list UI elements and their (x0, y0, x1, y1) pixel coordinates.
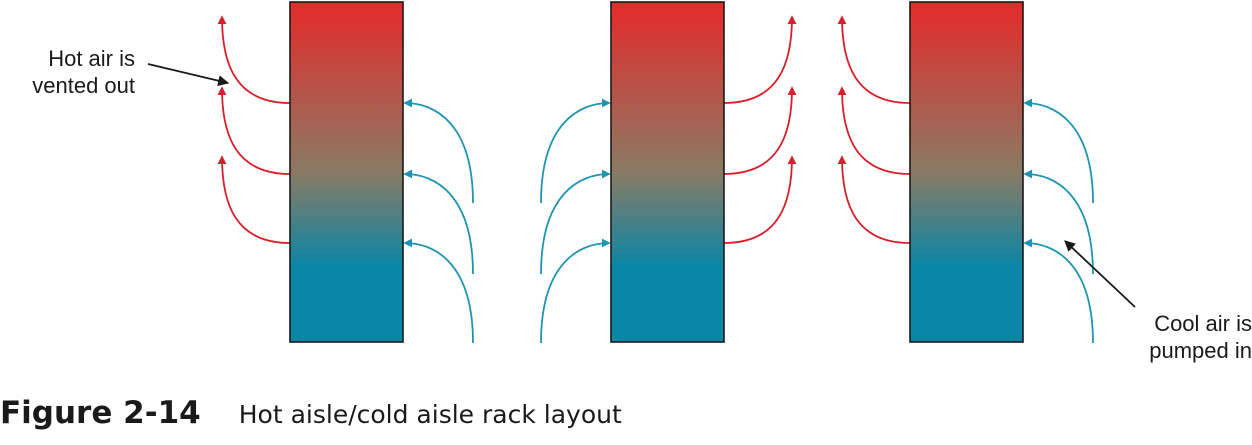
rack-3-cool-air-arrow-3 (1023, 238, 1094, 344)
rack-3-server-rack (909, 1, 1024, 343)
rack-2-hot-air-arrow-2 (723, 86, 797, 175)
rack-1-server-rack (289, 1, 404, 343)
figure-caption-text: Hot aisle/cold aisle rack layout (238, 400, 622, 429)
cool-air-label-line-1: Cool air is (1154, 311, 1252, 336)
rack-2-hot-air-arrow-3 (723, 155, 797, 244)
rack-2-hot-air-arrow-1 (723, 15, 797, 104)
rack-1-hot-air-arrow-2 (217, 86, 291, 175)
rack-2-server-rack (610, 1, 725, 343)
figure-number: Figure 2-14 (0, 395, 201, 431)
hot-cold-aisle-diagram (147, 1, 1136, 344)
cool-air-label-line-2: pumped in (1149, 338, 1252, 363)
hot-air-label-line-1: Hot air is (48, 46, 135, 71)
airflow-layer (217, 15, 1094, 344)
rack-3-hot-air-arrow-2 (837, 86, 911, 175)
cool-air-pointer-arrow (1064, 240, 1136, 308)
rack-2-cool-air-arrow-3 (540, 238, 611, 344)
rack-3-cool-air-arrow-2 (1023, 169, 1094, 275)
racks-layer (289, 1, 1024, 343)
rack-2-cool-air-arrow-1 (540, 98, 611, 204)
rack-1-cool-air-arrow-3 (403, 238, 474, 344)
rack-1-hot-air-arrow-3 (217, 155, 291, 244)
rack-3-hot-air-arrow-1 (837, 15, 911, 104)
hot-air-annotation: Hot air is vented out (0, 45, 135, 99)
rack-3-hot-air-arrow-3 (837, 155, 911, 244)
hot-air-pointer-arrow (147, 63, 230, 87)
cool-air-annotation: Cool air is pumped in (1108, 310, 1252, 364)
figure-caption: Figure 2-14 Hot aisle/cold aisle rack la… (0, 395, 622, 445)
rack-2-cool-air-arrow-2 (540, 169, 611, 275)
rack-1-cool-air-arrow-1 (403, 98, 474, 204)
pointer-layer (147, 63, 1136, 308)
rack-1-cool-air-arrow-2 (403, 169, 474, 275)
hot-air-label-line-2: vented out (32, 73, 135, 98)
rack-1-hot-air-arrow-1 (217, 15, 291, 104)
rack-3-cool-air-arrow-1 (1023, 98, 1094, 204)
